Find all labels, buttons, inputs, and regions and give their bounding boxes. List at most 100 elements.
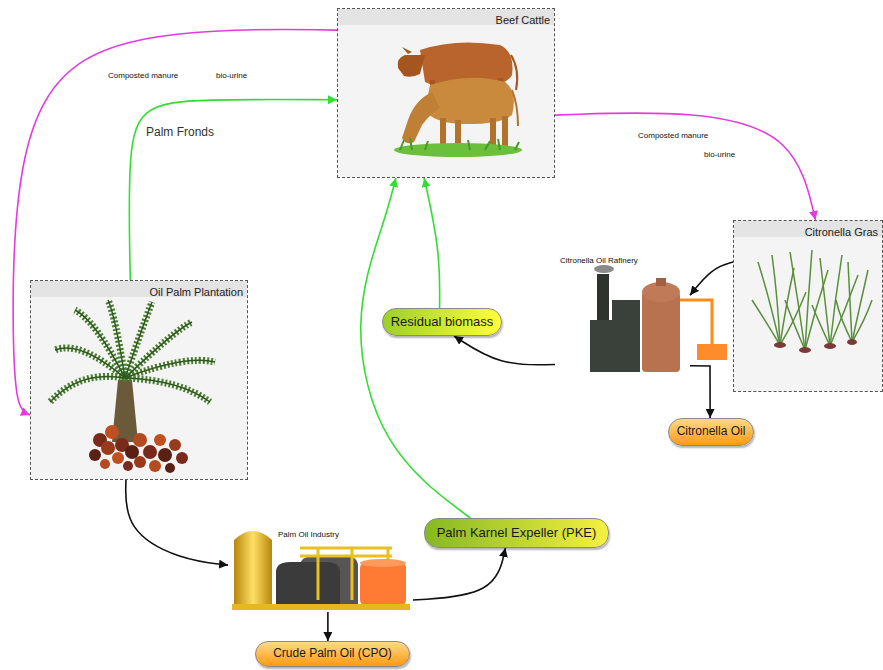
product-pill: Citronella Oil — [668, 418, 755, 446]
title-holder: Palm Oil Industry — [278, 523, 339, 541]
flow-arrow — [424, 178, 439, 308]
plant-label: Citronella Oil Rafinery — [560, 256, 638, 265]
palm-tree-illustration — [125, 378, 210, 402]
fruit-bunch-illustration — [89, 425, 188, 473]
palm-tree-illustration — [50, 376, 125, 402]
refinery-illustration — [656, 278, 666, 286]
group-fill — [31, 9, 883, 480]
process-pill: Palm Karnel Expeller (PKE) — [424, 518, 609, 548]
title-holder: Citronella Gras — [805, 222, 878, 240]
fruit-bunch-illustration — [105, 425, 119, 439]
cattle-illustration — [490, 118, 496, 148]
palm-tree-illustration — [125, 322, 192, 378]
palm-tree-illustration — [125, 360, 215, 378]
box-title: Beef Cattle — [496, 14, 550, 27]
flow-label: bio-urine — [215, 71, 248, 80]
citronella-grass-illustration — [836, 300, 852, 342]
fruit-bunch-illustration — [123, 461, 133, 471]
fruit-bunch-illustration — [89, 449, 101, 461]
flow-label: bio-urine — [703, 150, 736, 159]
palm-tree-illustration — [50, 300, 215, 402]
flow-arrow — [327, 612, 329, 641]
cattle-illustration — [511, 55, 517, 90]
group-box: Citronella Gras — [733, 220, 883, 392]
fruit-bunch-illustration — [133, 433, 147, 447]
refinery-illustration — [594, 265, 614, 273]
pill-text: Crude Palm Oil (CPO) — [273, 647, 392, 661]
citronella-grass-illustration — [799, 347, 811, 353]
fruit-bunch-illustration — [143, 445, 157, 459]
flow-label-holder: Composted manure — [637, 124, 709, 142]
flow-label: Composted manure — [107, 71, 179, 80]
process-pill: Residual biomass — [382, 308, 503, 336]
palm-tree-illustration — [125, 378, 210, 402]
title-holder: Beef Cattle — [496, 10, 550, 28]
citronella-grass-illustration — [812, 305, 830, 346]
palm-oil-mill-illustration — [234, 531, 272, 540]
refinery-illustration — [642, 292, 680, 372]
flow-arrow — [690, 366, 710, 418]
palm-oil-mill-illustration — [360, 562, 406, 606]
cattle-illustration — [394, 143, 522, 157]
pill-text: Palm Karnel Expeller (PKE) — [437, 526, 597, 541]
palm-tree-illustration — [50, 300, 215, 402]
flow-label-holder: bio-urine — [703, 143, 736, 161]
citronella-grass-illustration — [848, 262, 852, 342]
palm-tree-illustration — [50, 376, 125, 402]
fruit-bunch-illustration — [158, 448, 172, 462]
flow-arrow — [13, 29, 337, 415]
box-title: Citronella Gras — [805, 226, 878, 239]
palm-tree-illustration — [55, 348, 125, 378]
palm-oil-mill-illustration — [232, 531, 410, 610]
plant-illustration: Palm Oil Industry — [228, 520, 413, 612]
fruit-bunch-illustration — [154, 434, 166, 446]
cattle-illustration — [394, 42, 522, 157]
group-fill — [734, 221, 883, 392]
flow-label-holder: Composted manure — [107, 64, 179, 82]
group-box: Oil Palm Plantation — [30, 280, 248, 480]
flow-arrow — [690, 262, 733, 295]
fruit-bunch-illustration — [100, 459, 110, 469]
palm-tree-illustration — [108, 300, 125, 378]
group-fill — [338, 9, 555, 178]
palm-tree-illustration — [50, 300, 215, 442]
fruit-bunch-illustration — [112, 452, 124, 464]
citronella-grass-illustration — [820, 258, 830, 346]
cattle-illustration — [425, 78, 514, 124]
citronella-grass-illustration — [752, 300, 780, 345]
palm-oil-mill-illustration — [234, 540, 272, 606]
fruit-bunch-illustration — [101, 441, 115, 455]
title-holder: Oil Palm Plantation — [149, 282, 243, 300]
flow-arrow — [555, 113, 816, 220]
citronella-grass-illustration — [785, 300, 805, 350]
flow-label-holder: bio-urine — [215, 64, 248, 82]
plant-illustration: Citronella Oil Rafinery — [555, 246, 690, 372]
refinery-illustration — [697, 344, 727, 360]
cattle-illustration — [502, 116, 508, 146]
group-fill — [31, 281, 248, 480]
palm-oil-mill-illustration — [276, 562, 340, 606]
fruit-bunch-illustration — [165, 463, 175, 473]
flow-arrow — [129, 100, 337, 280]
citronella-grass-illustration — [852, 300, 872, 342]
palm-tree-illustration — [125, 302, 152, 378]
fruit-bunch-illustration — [134, 456, 146, 468]
fruit-bunch-illustration — [176, 452, 188, 464]
refinery-illustration — [590, 300, 640, 372]
flow-arrow — [361, 178, 470, 518]
citronella-grass-illustration — [772, 255, 780, 345]
palm-tree-illustration — [55, 348, 125, 378]
cattle-illustration — [402, 92, 440, 143]
refinery-illustration — [680, 300, 712, 344]
product-pill: Crude Palm Oil (CPO) — [255, 641, 410, 667]
citronella-grass-illustration — [752, 250, 872, 353]
cattle-illustration — [512, 90, 518, 126]
palm-tree-illustration — [75, 310, 125, 378]
refinery-illustration — [590, 265, 727, 372]
flow-arrow — [454, 336, 555, 365]
group-box: Beef Cattle — [337, 8, 555, 178]
citronella-grass-illustration — [805, 270, 828, 350]
flow-arrow — [126, 480, 228, 565]
citronella-grass-illustration — [780, 292, 806, 345]
palm-oil-mill-illustration — [360, 559, 406, 567]
